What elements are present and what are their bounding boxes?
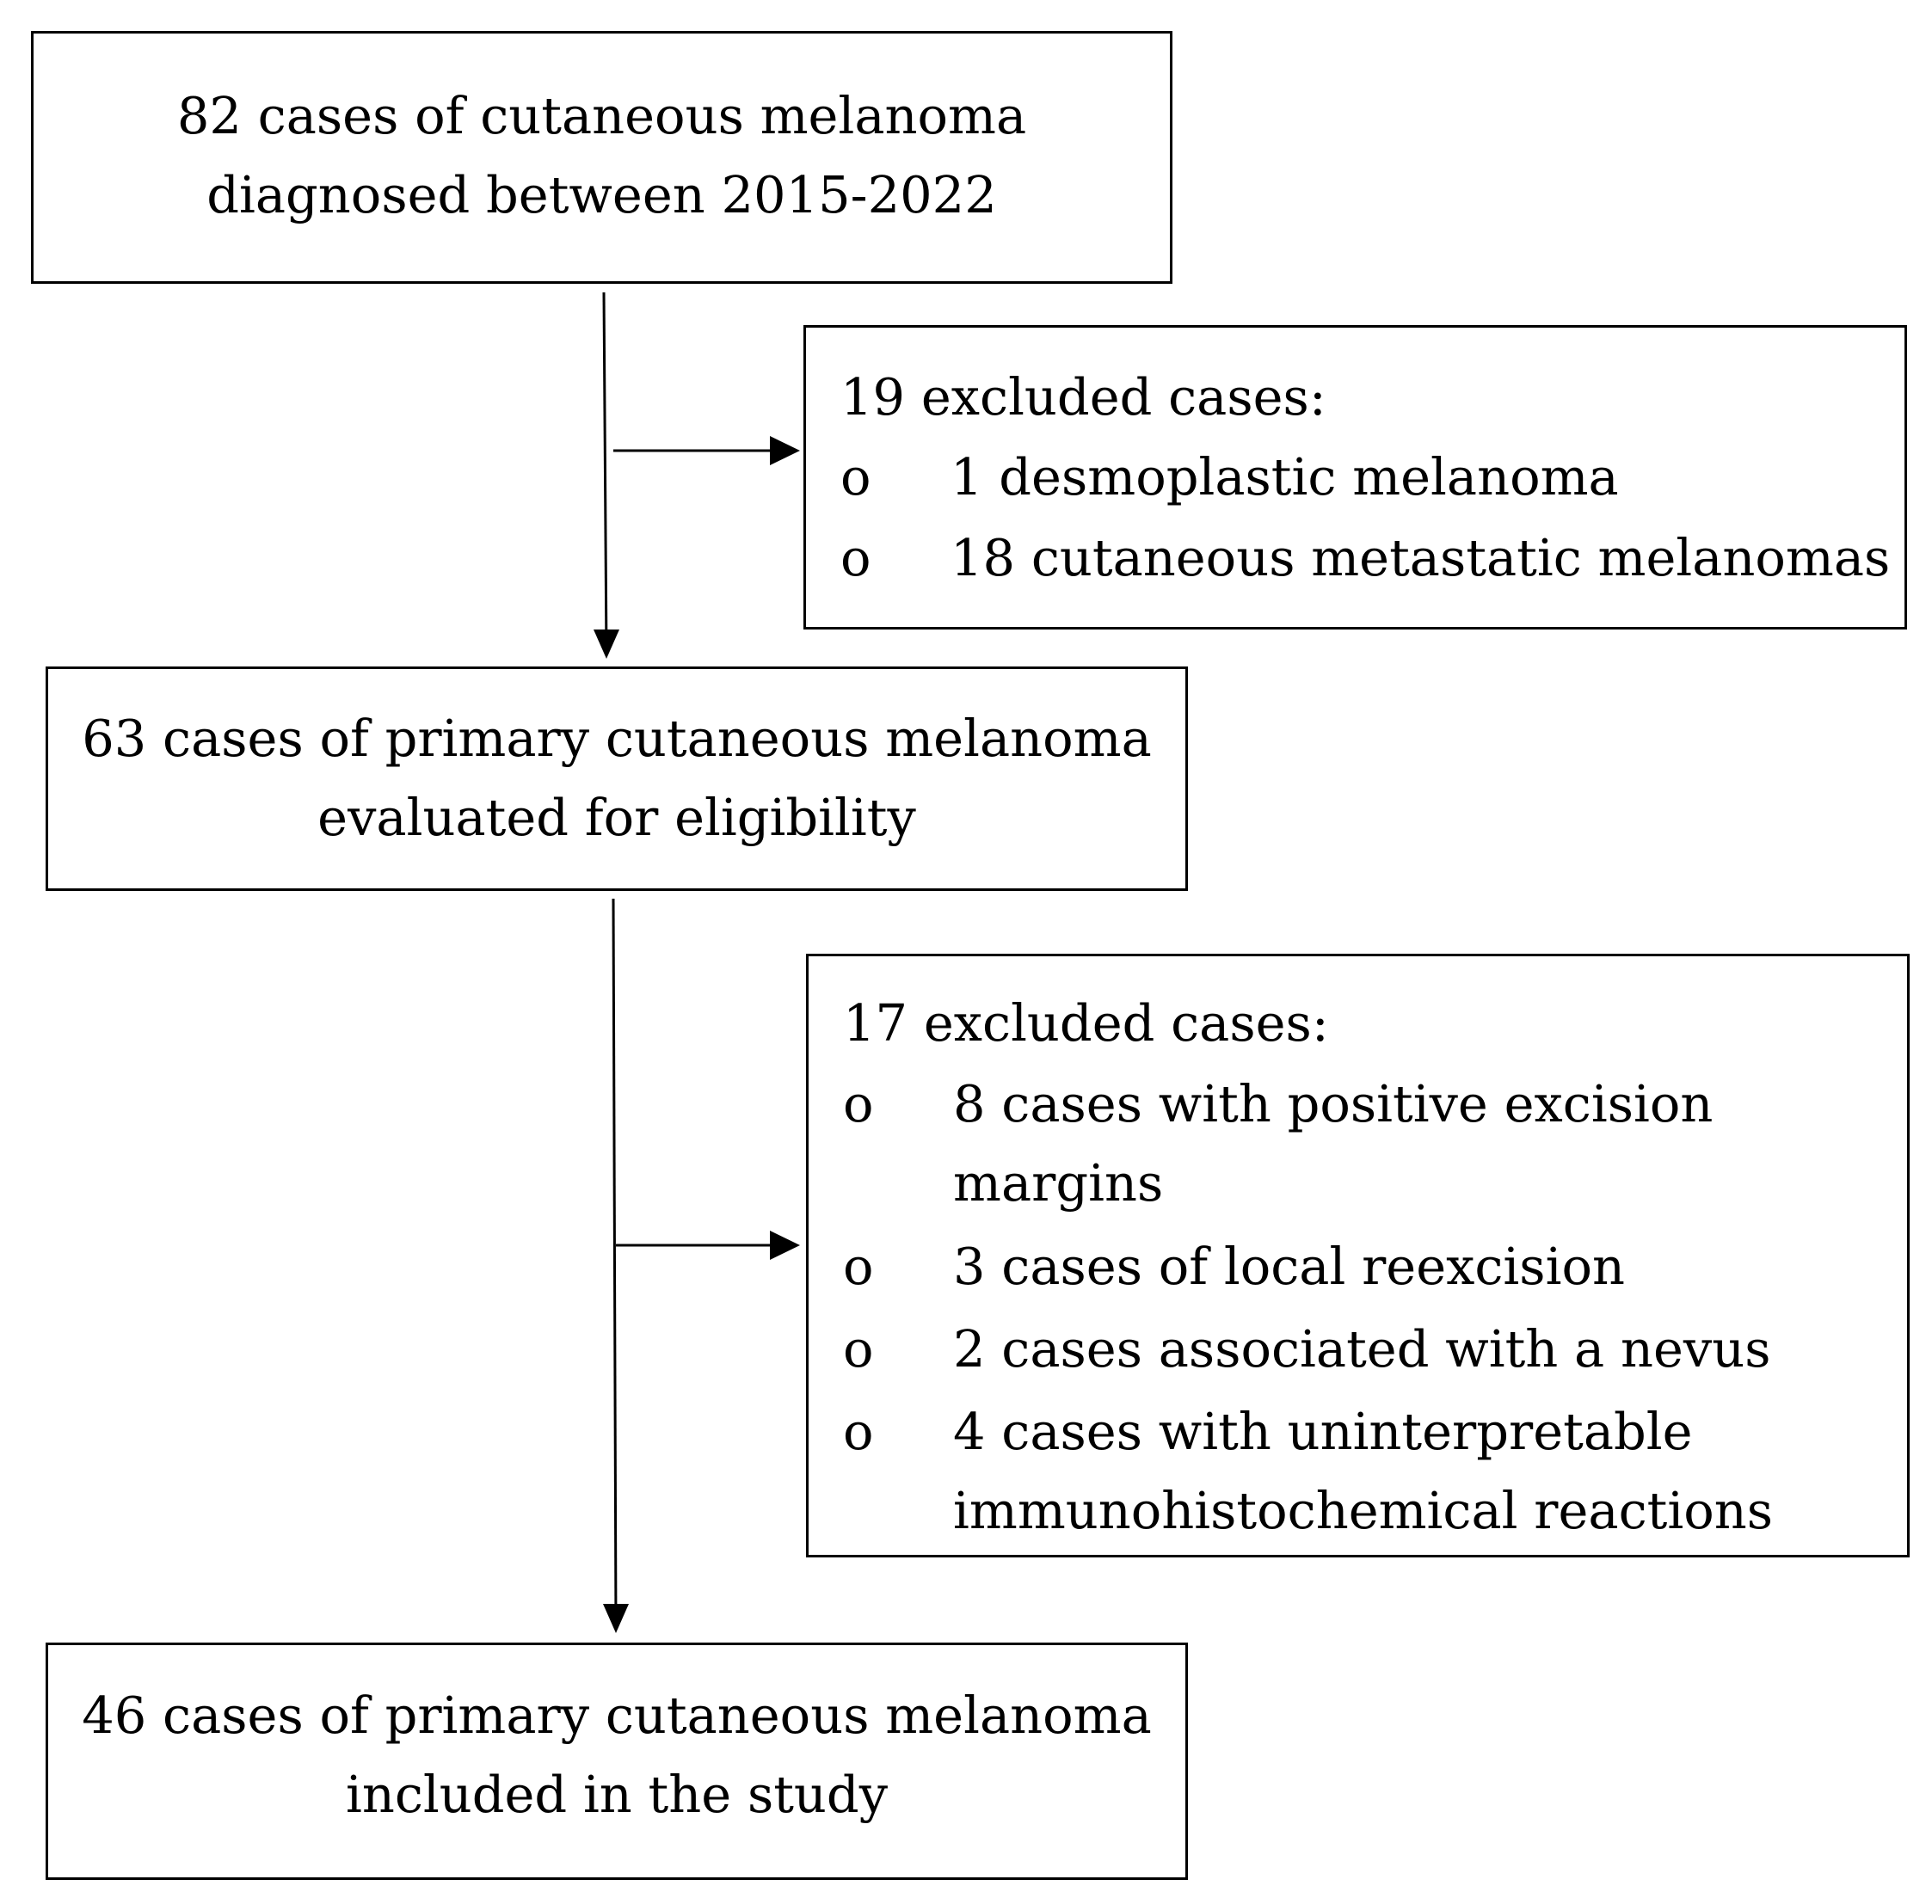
exclusion1-item-text: 18 cutaneous metastatic melanomas (951, 528, 1891, 587)
step3-box: 46 cases of primary cutaneous melanoma i… (46, 1643, 1188, 1880)
step2-box: 63 cases of primary cutaneous melanoma e… (46, 666, 1188, 891)
exclusion2-item-text-cont: margins (953, 1153, 1164, 1213)
exclusion1-item: o 18 cutaneous metastatic melanomas (840, 519, 1890, 598)
arrow-step1-to-step2 (602, 292, 608, 656)
exclusion1-item-text: 1 desmoplastic melanoma (951, 447, 1619, 507)
exclusion2-item: o 3 cases of local reexcision (843, 1227, 1892, 1306)
exclusion2-item: o 2 cases associated with a nevus (843, 1310, 1892, 1389)
exclusion2-title: 17 excluded cases: (843, 993, 1329, 1053)
arrowhead-exclusion1 (770, 436, 800, 465)
step1-text: 82 cases of cutaneous melanoma diagnosed… (34, 77, 1170, 235)
bullet-marker: o (843, 1074, 874, 1133)
step2-line2: evaluated for eligibility (317, 788, 916, 847)
arrowhead-step3 (603, 1604, 629, 1633)
exclusion2-item-text-cont: immunohistochemical reactions (953, 1481, 1773, 1540)
step3-line2: included in the study (345, 1765, 889, 1824)
step2-text: 63 cases of primary cutaneous melanoma e… (48, 699, 1185, 857)
exclusion2-box: 17 excluded cases: o 8 cases with positi… (806, 954, 1910, 1557)
step1-line2: diagnosed between 2015-2022 (206, 165, 997, 224)
bullet-marker: o (843, 1319, 874, 1379)
exclusion1-title: 19 excluded cases: (840, 367, 1326, 427)
arrow-step2-to-step3 (612, 898, 618, 1631)
bullet-marker: o (843, 1402, 874, 1461)
arrowhead-exclusion2 (770, 1231, 800, 1260)
exclusion2-item: o 8 cases with positive excision margins (843, 1065, 1892, 1223)
exclusion2-item-text: 3 cases of local reexcision (953, 1237, 1625, 1296)
bullet-marker: o (840, 447, 871, 507)
step3-text: 46 cases of primary cutaneous melanoma i… (48, 1676, 1185, 1834)
step2-line1: 63 cases of primary cutaneous melanoma (82, 709, 1152, 768)
exclusion2-item: o 4 cases with uninterpretable immunohis… (843, 1392, 1892, 1551)
exclusion2-item-text: 4 cases with uninterpretable (953, 1402, 1693, 1461)
exclusion1-box: 19 excluded cases: o 1 desmoplastic mela… (803, 325, 1907, 630)
arrowhead-step2 (594, 630, 619, 659)
exclusion1-item: o 1 desmoplastic melanoma (840, 438, 1890, 517)
bullet-marker: o (840, 528, 871, 587)
bullet-marker: o (843, 1237, 874, 1296)
step1-box: 82 cases of cutaneous melanoma diagnosed… (31, 31, 1172, 284)
step1-line1: 82 cases of cutaneous melanoma (176, 86, 1027, 145)
exclusion2-item-text: 2 cases associated with a nevus (953, 1319, 1771, 1379)
exclusion2-item-text: 8 cases with positive excision (953, 1074, 1714, 1133)
step3-line1: 46 cases of primary cutaneous melanoma (82, 1686, 1152, 1745)
